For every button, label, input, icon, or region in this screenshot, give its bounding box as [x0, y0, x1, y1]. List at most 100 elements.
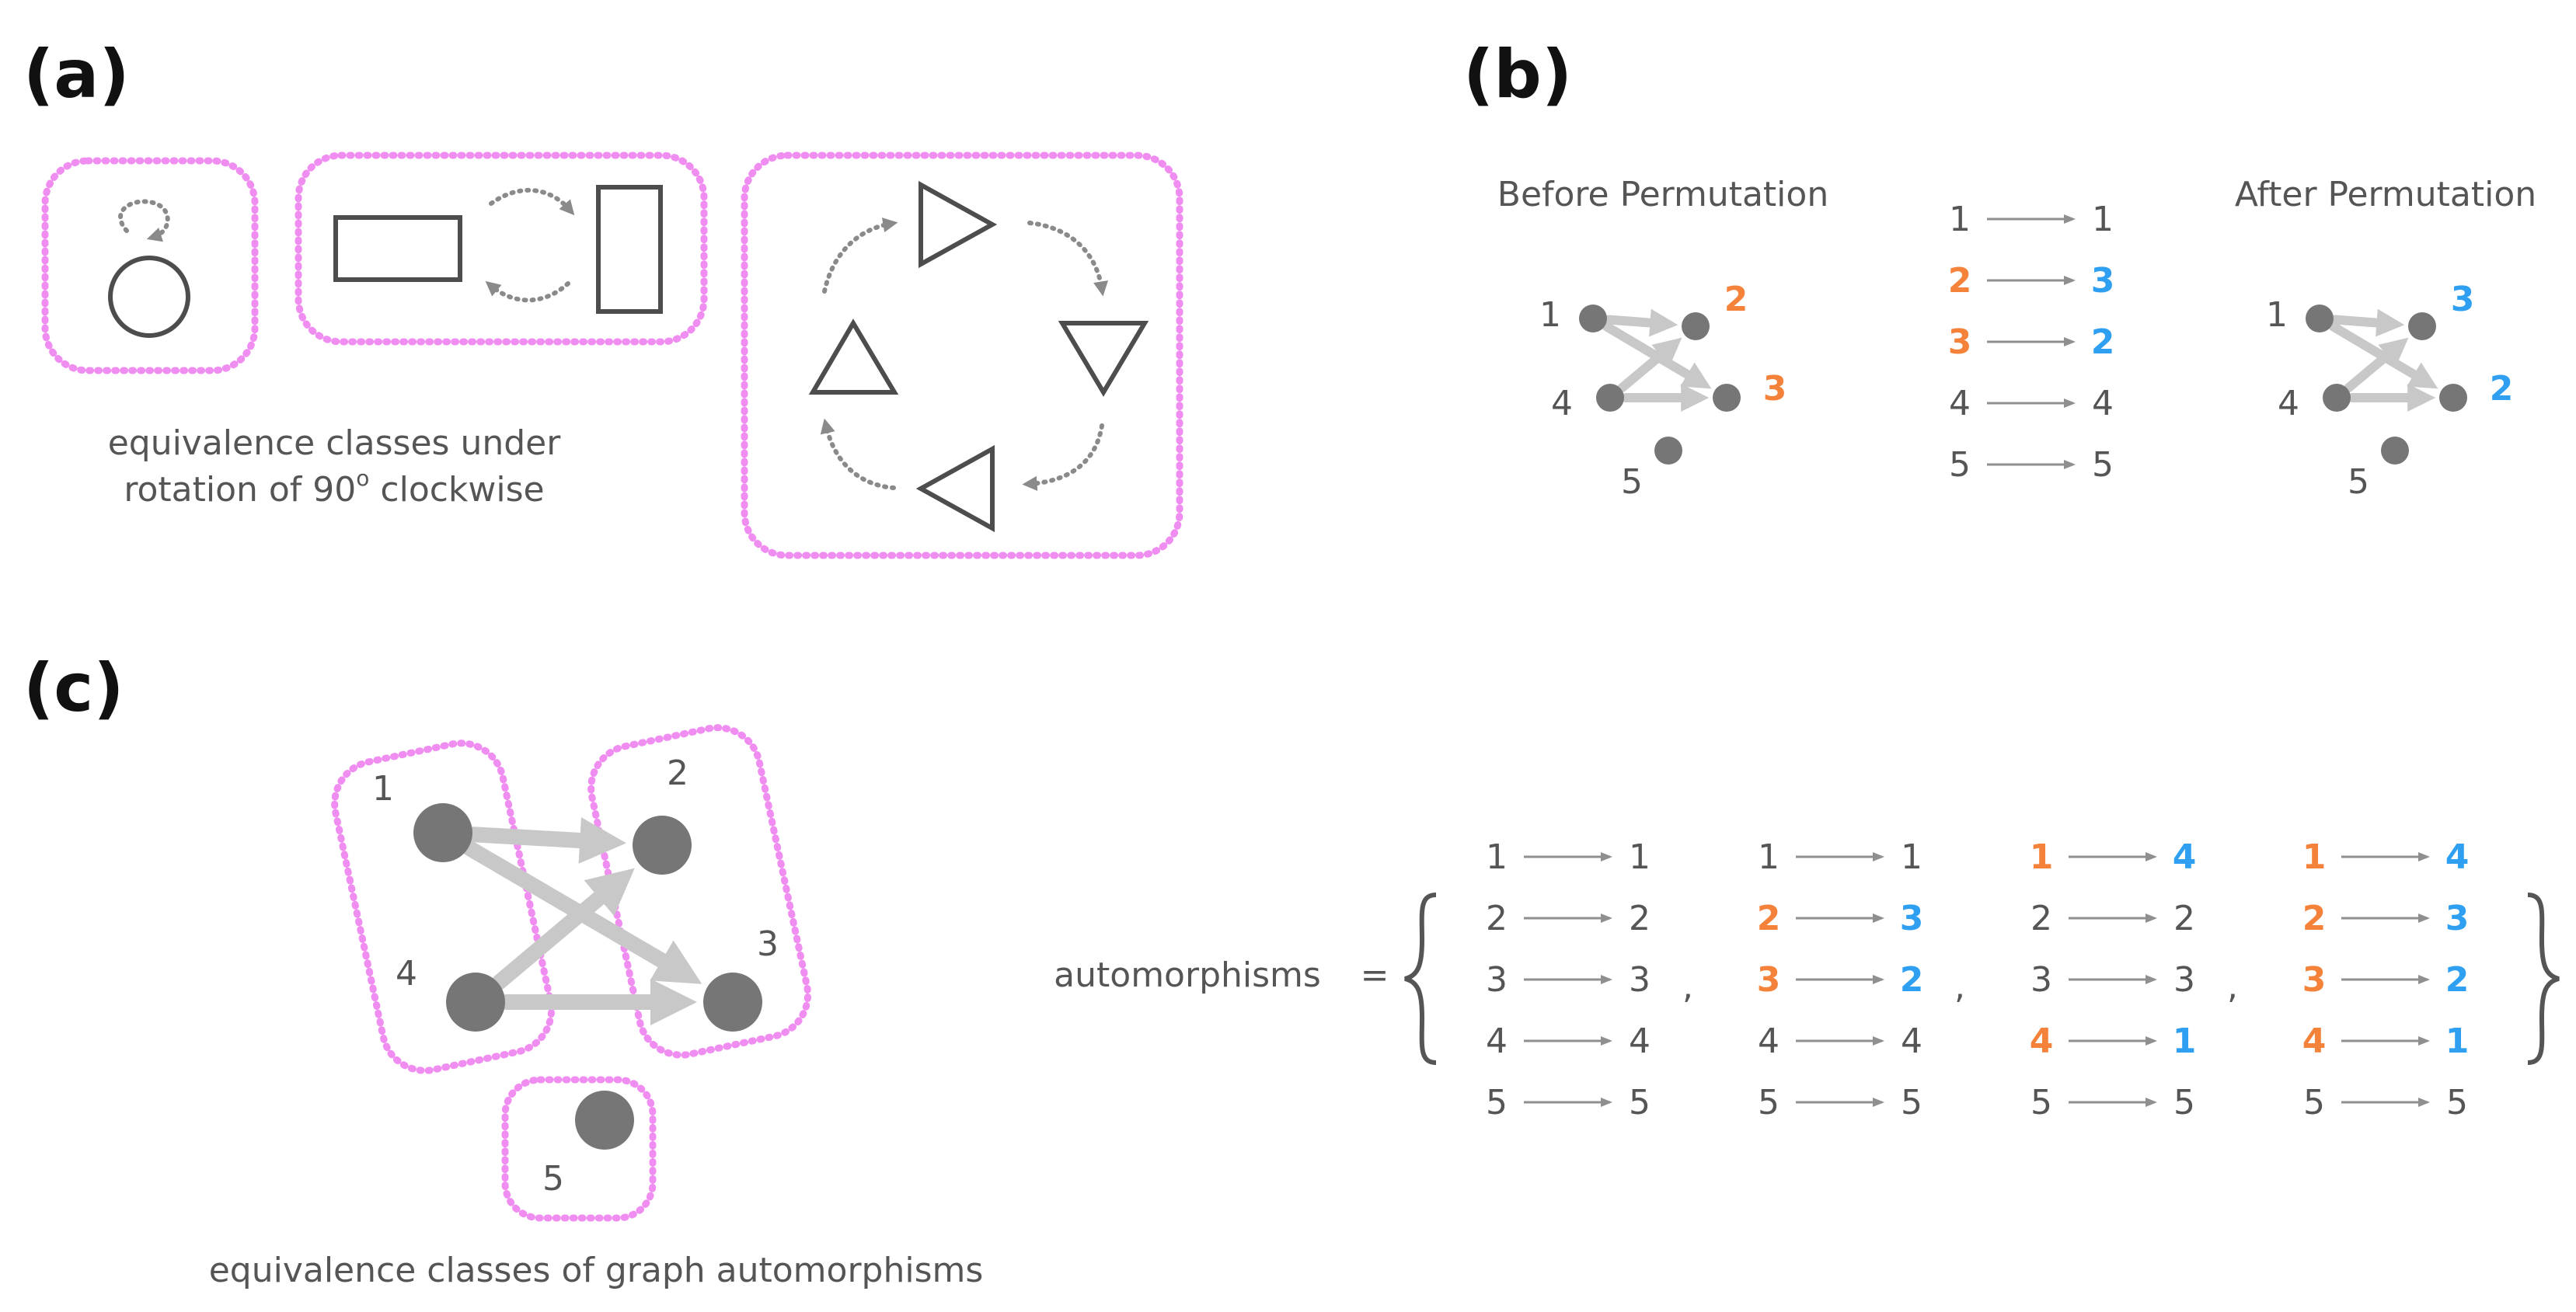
right-brace	[2527, 893, 2560, 1065]
mapping-to-5: 5	[2092, 445, 2114, 485]
auto-3-from-3: 3	[2030, 960, 2052, 1000]
node-5	[2381, 437, 2409, 465]
auto-2-to-3: 2	[1900, 960, 1924, 1000]
circle-shape	[108, 256, 190, 338]
panel-c-caption: equivalence classes of graph automorphis…	[209, 1251, 984, 1290]
class-box-nodes-1-4	[331, 740, 556, 1074]
left-brace	[1404, 893, 1437, 1065]
node-label-5: 5	[542, 1159, 564, 1199]
node-label-3: 2	[2490, 369, 2514, 409]
panel-label-a: (a)	[23, 36, 130, 113]
node-5	[575, 1091, 634, 1150]
auto-1-from-1: 1	[1486, 837, 1508, 877]
rotation-arrow-tri-4	[822, 218, 898, 294]
node-1	[413, 803, 472, 862]
edge-4-2	[491, 868, 635, 990]
vertical-rectangle	[596, 185, 663, 314]
auto-1-to-2: 2	[1629, 899, 1651, 938]
auto-4-from-5: 5	[2303, 1083, 2325, 1122]
auto-4-from-4: 4	[2302, 1021, 2327, 1061]
auto-1-to-1: 1	[1629, 837, 1651, 877]
auto-4-to-5: 5	[2446, 1083, 2468, 1122]
panel-a-caption-line1: equivalence classes under	[108, 423, 562, 463]
node-label-1: 1	[1539, 295, 1561, 335]
node-label-4: 4	[1551, 384, 1573, 423]
auto-2-from-2: 2	[1757, 899, 1781, 938]
separator-comma-3: ,	[2227, 967, 2238, 1007]
auto-3-from-2: 2	[2030, 899, 2052, 938]
panel-c: 1 2 3 4 5 equivalence classes of graph autom…	[209, 724, 2560, 1290]
auto-4-to-4: 1	[2445, 1021, 2470, 1061]
auto-1-from-4: 4	[1486, 1021, 1508, 1061]
node-label-3: 3	[1763, 369, 1787, 409]
edge-1-2	[2330, 308, 2405, 337]
class-box-node-5	[501, 1076, 657, 1222]
auto-4-from-1: 1	[2302, 837, 2327, 877]
node-5	[1654, 437, 1682, 465]
panel-label-b: (b)	[1463, 36, 1572, 113]
auto-1-from-3: 3	[1486, 960, 1508, 1000]
auto-4-from-3: 3	[2302, 960, 2327, 1000]
auto-1-from-2: 2	[1486, 899, 1508, 938]
node-label-2: 2	[667, 753, 688, 793]
edge-4-2	[1617, 337, 1682, 393]
triangle-up	[808, 318, 899, 395]
auto-4-to-2: 3	[2445, 899, 2470, 938]
node-3	[1713, 384, 1741, 412]
node-label-1: 1	[372, 769, 394, 809]
auto-1-to-3: 3	[1629, 960, 1651, 1000]
node-4	[2323, 384, 2351, 412]
panel-a: equivalence classes under rotation of 90…	[41, 151, 1183, 559]
triangle-right	[919, 180, 998, 269]
auto-3-to-2: 2	[2173, 899, 2195, 938]
node-label-4: 4	[396, 954, 417, 994]
automorphisms-label: automorphisms	[1054, 955, 1321, 995]
separator-comma-1: ,	[1682, 967, 1693, 1007]
auto-1-from-5: 5	[1486, 1083, 1508, 1122]
class-box-rectangles	[295, 151, 708, 346]
panel-a-caption-line2: rotation of 90o clockwise	[124, 465, 544, 510]
node-label-5: 5	[1621, 462, 1643, 502]
equals-sign: =	[1361, 955, 1389, 995]
rotation-arrow-tri-2	[1022, 423, 1104, 491]
mapping-from-3: 3	[1948, 322, 1972, 362]
auto-3-from-5: 5	[2030, 1083, 2052, 1122]
auto-1-to-5: 5	[1629, 1083, 1651, 1122]
node-4	[1596, 384, 1624, 412]
class-box-circle	[41, 157, 259, 374]
edge-1-2	[1603, 308, 1678, 337]
auto-2-to-5: 5	[1901, 1083, 1922, 1122]
node-1	[1579, 305, 1607, 332]
class-box-triangles	[741, 151, 1183, 559]
mapping-from-4: 4	[1949, 384, 1971, 423]
mapping-to-2: 3	[2091, 261, 2115, 301]
triangle-left	[915, 444, 995, 533]
auto-3-to-5: 5	[2173, 1083, 2195, 1122]
auto-2-from-5: 5	[1758, 1083, 1779, 1122]
before-permutation-title: Before Permutation	[1497, 175, 1828, 214]
auto-3-to-4: 1	[2173, 1021, 2197, 1061]
mapping-from-5: 5	[1949, 445, 1971, 485]
after-permutation-title: After Permutation	[2235, 175, 2536, 214]
rotation-arrow-tri-3	[820, 418, 896, 490]
node-4	[446, 973, 505, 1032]
node-3	[703, 973, 762, 1032]
auto-3-from-1: 1	[2030, 837, 2054, 877]
rotation-arrow-rect-2	[485, 280, 570, 303]
auto-2-from-3: 3	[1757, 960, 1781, 1000]
panel-b: Before Permutation After Permutation 1 2 3…	[1497, 175, 2536, 502]
triangle-down	[1058, 321, 1149, 397]
node-2	[1682, 312, 1710, 340]
auto-3-to-3: 3	[2173, 960, 2195, 1000]
auto-2-to-1: 1	[1901, 837, 1922, 877]
auto-2-from-4: 4	[1758, 1021, 1779, 1061]
mapping-to-1: 1	[2092, 200, 2114, 239]
auto-2-to-2: 3	[1900, 899, 1924, 938]
